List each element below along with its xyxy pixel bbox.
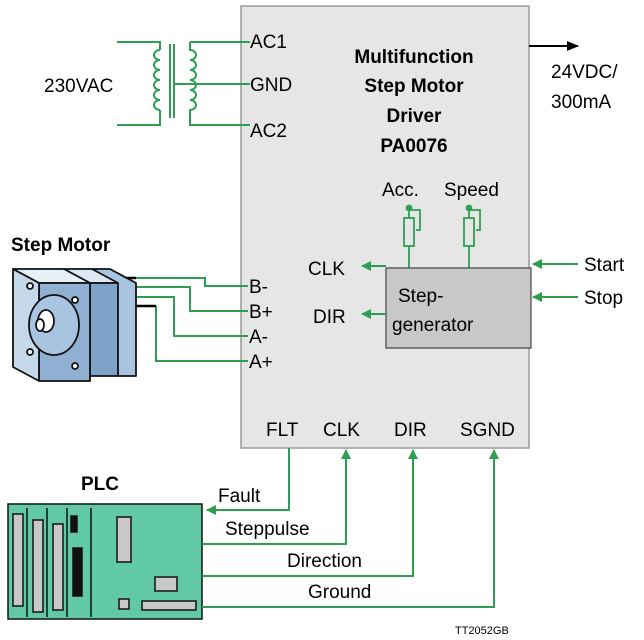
signal-steppulse: Steppulse — [225, 519, 310, 540]
pot-acc-label: Acc. — [382, 180, 419, 201]
terminal-a-plus: A+ — [249, 352, 273, 373]
start-label: Start — [584, 255, 625, 276]
motor-wires — [136, 277, 248, 362]
signal-fault: Fault — [218, 486, 261, 507]
driver-title-line3: Driver — [387, 106, 443, 127]
terminal-sgnd: SGND — [460, 420, 515, 441]
clk-out-label: CLK — [308, 259, 345, 280]
driver-title-line1: Multifunction — [354, 47, 473, 68]
terminal-ac2: AC2 — [250, 121, 287, 142]
signal-ground: Ground — [308, 582, 371, 603]
terminal-flt: FLT — [266, 420, 299, 441]
driver-title-line4: PA0076 — [380, 136, 447, 157]
plc-icon — [7, 503, 203, 620]
pot-acc-icon — [403, 204, 421, 268]
signal-direction: Direction — [287, 551, 362, 572]
stepgen-label-line2: generator — [392, 315, 474, 336]
transformer — [117, 41, 250, 126]
terminal-a-minus: A- — [249, 327, 268, 348]
dir-out-label: DIR — [313, 307, 346, 328]
step-motor-icon — [12, 268, 137, 382]
stop-label: Stop — [584, 288, 623, 309]
stepgen-box — [385, 267, 532, 349]
motor-title: Step Motor — [11, 235, 111, 256]
output-current: 300mA — [551, 92, 612, 113]
terminal-gnd: GND — [250, 75, 292, 96]
pot-speed-label: Speed — [444, 180, 499, 201]
terminal-b-plus: B+ — [249, 302, 273, 323]
output-voltage: 24VDC/ — [551, 62, 618, 83]
terminal-dir: DIR — [394, 420, 427, 441]
plc-title: PLC — [81, 474, 119, 495]
driver-title-line2: Step Motor — [364, 76, 464, 97]
driver-box — [240, 5, 530, 449]
supply-input-label: 230VAC — [44, 76, 113, 97]
terminal-b-minus: B- — [249, 277, 268, 298]
stepgen-label-line1: Step- — [398, 286, 443, 307]
plc-signal-wires — [202, 448, 499, 608]
terminal-ac1: AC1 — [250, 32, 287, 53]
ref-code: TT2052GB — [455, 625, 509, 637]
terminal-clk: CLK — [323, 420, 360, 441]
pot-speed-icon — [463, 204, 481, 268]
